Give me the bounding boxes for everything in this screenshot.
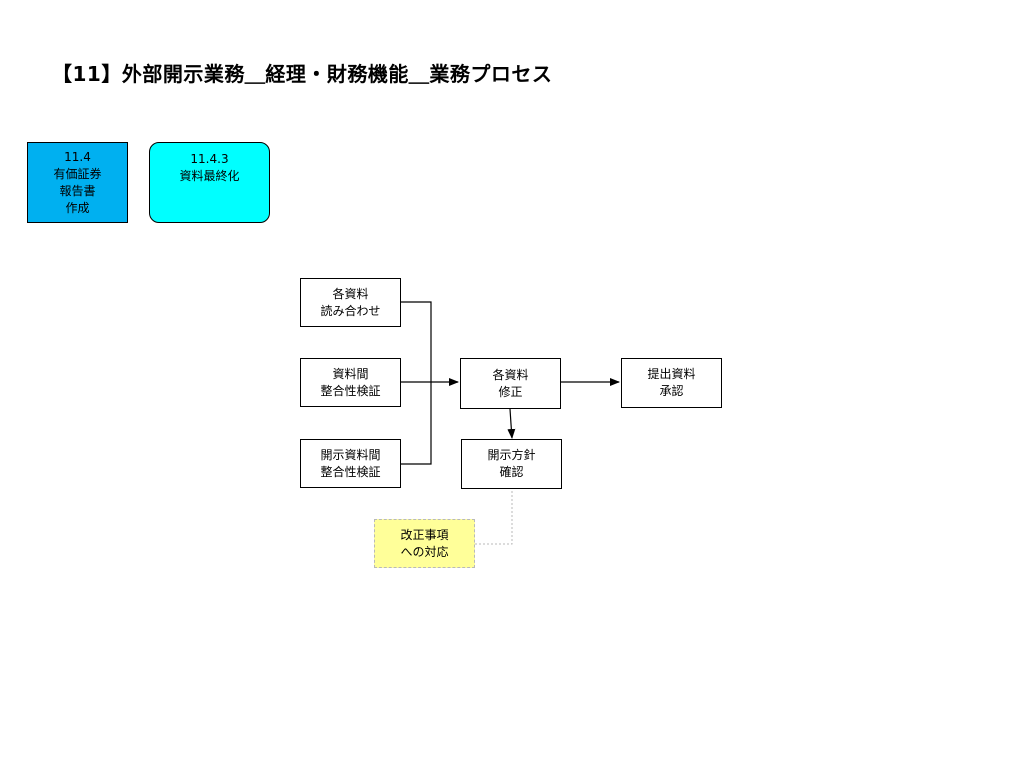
regulation-change-note-label-2: への対応	[400, 544, 449, 559]
connector-disclose	[401, 382, 432, 465]
connector-note-to-policy	[475, 489, 513, 545]
confirm-disclosure-policy-box: 開示方針 確認	[461, 439, 562, 489]
revise-documents-label-1: 各資料	[492, 367, 529, 382]
parent-process-number: 11.4	[64, 149, 91, 164]
parent-process-label-1: 有価証券	[53, 166, 102, 181]
approve-submission-box: 提出資料 承認	[621, 358, 722, 408]
cross-document-check-label-1: 資料間	[332, 366, 369, 381]
connector-revise-to-policy	[507, 408, 516, 439]
approve-submission-label-1: 提出資料	[647, 367, 696, 381]
approve-submission-label-2: 承認	[659, 384, 684, 398]
collate-documents-box: 各資料 読み合わせ	[300, 278, 401, 327]
revise-documents-box: 各資料 修正	[460, 358, 561, 409]
revise-documents-label-2: 修正	[498, 384, 523, 399]
current-process-number: 11.4.3	[190, 152, 229, 166]
connector-collate	[401, 301, 432, 382]
regulation-change-note: 改正事項 への対応	[374, 519, 475, 568]
disclosure-document-check-label-1: 開示資料間	[320, 447, 381, 462]
parent-process-label-2: 報告書	[59, 183, 96, 198]
page-title: 【11】外部開示業務＿経理・財務機能＿業務プロセス	[52, 62, 553, 86]
confirm-disclosure-policy-label-2: 確認	[499, 465, 524, 479]
disclosure-document-check-label-2: 整合性検証	[320, 464, 381, 479]
collate-documents-label-2: 読み合わせ	[320, 303, 381, 318]
confirm-disclosure-policy-label-1: 開示方針	[487, 448, 536, 462]
parent-process-box: 11.4 有価証券 報告書 作成	[27, 142, 128, 223]
regulation-change-note-label-1: 改正事項	[400, 527, 449, 542]
parent-process-label-3: 作成	[65, 200, 90, 215]
current-process-box: 11.4.3 資料最終化	[149, 142, 270, 223]
cross-document-check-box: 資料間 整合性検証	[300, 358, 401, 407]
current-process-label: 資料最終化	[179, 169, 240, 183]
cross-document-check-label-2: 整合性検証	[320, 383, 381, 398]
disclosure-document-check-box: 開示資料間 整合性検証	[300, 439, 401, 488]
collate-documents-label-1: 各資料	[332, 286, 369, 301]
